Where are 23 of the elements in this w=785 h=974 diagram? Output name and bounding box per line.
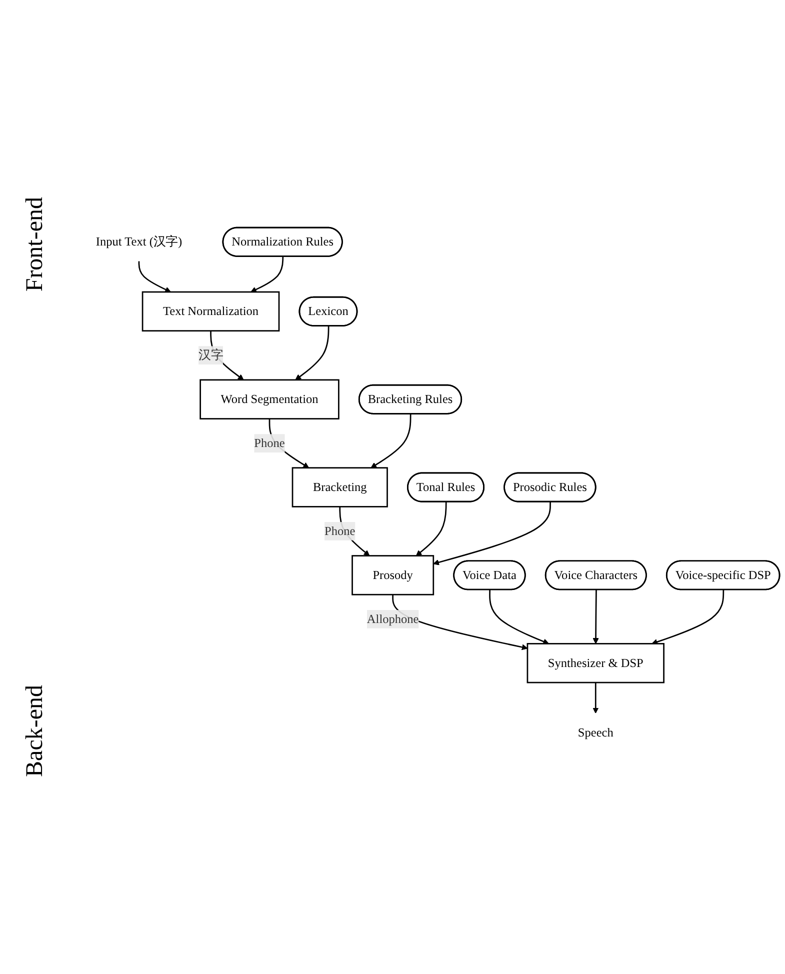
node-text: Input Text (汉字) (96, 234, 182, 248)
arrow (138, 261, 171, 292)
node-box: Bracketing (292, 466, 388, 508)
edge-label: Phone (254, 436, 285, 450)
arrow (489, 590, 549, 644)
edge-label: 汉字 (198, 348, 224, 362)
edge-label: Allophone (366, 612, 419, 626)
node-box: Text Normalization (142, 291, 280, 332)
arrow (592, 590, 599, 644)
section-label: Back-end (22, 685, 48, 778)
node-text: Speech (578, 725, 614, 739)
arrow (250, 256, 284, 292)
arrow (370, 414, 412, 468)
arrow (295, 326, 330, 380)
arrow (592, 682, 599, 714)
node-box: Synthesizer & DSP (526, 642, 664, 683)
arrow (416, 502, 447, 556)
section-label: Front-end (22, 196, 48, 292)
node-box: Prosody (352, 554, 434, 596)
edge-label: Phone (324, 524, 356, 538)
arrow (652, 590, 724, 644)
node-box: Word Segmentation (200, 378, 340, 420)
arrow (433, 502, 551, 565)
